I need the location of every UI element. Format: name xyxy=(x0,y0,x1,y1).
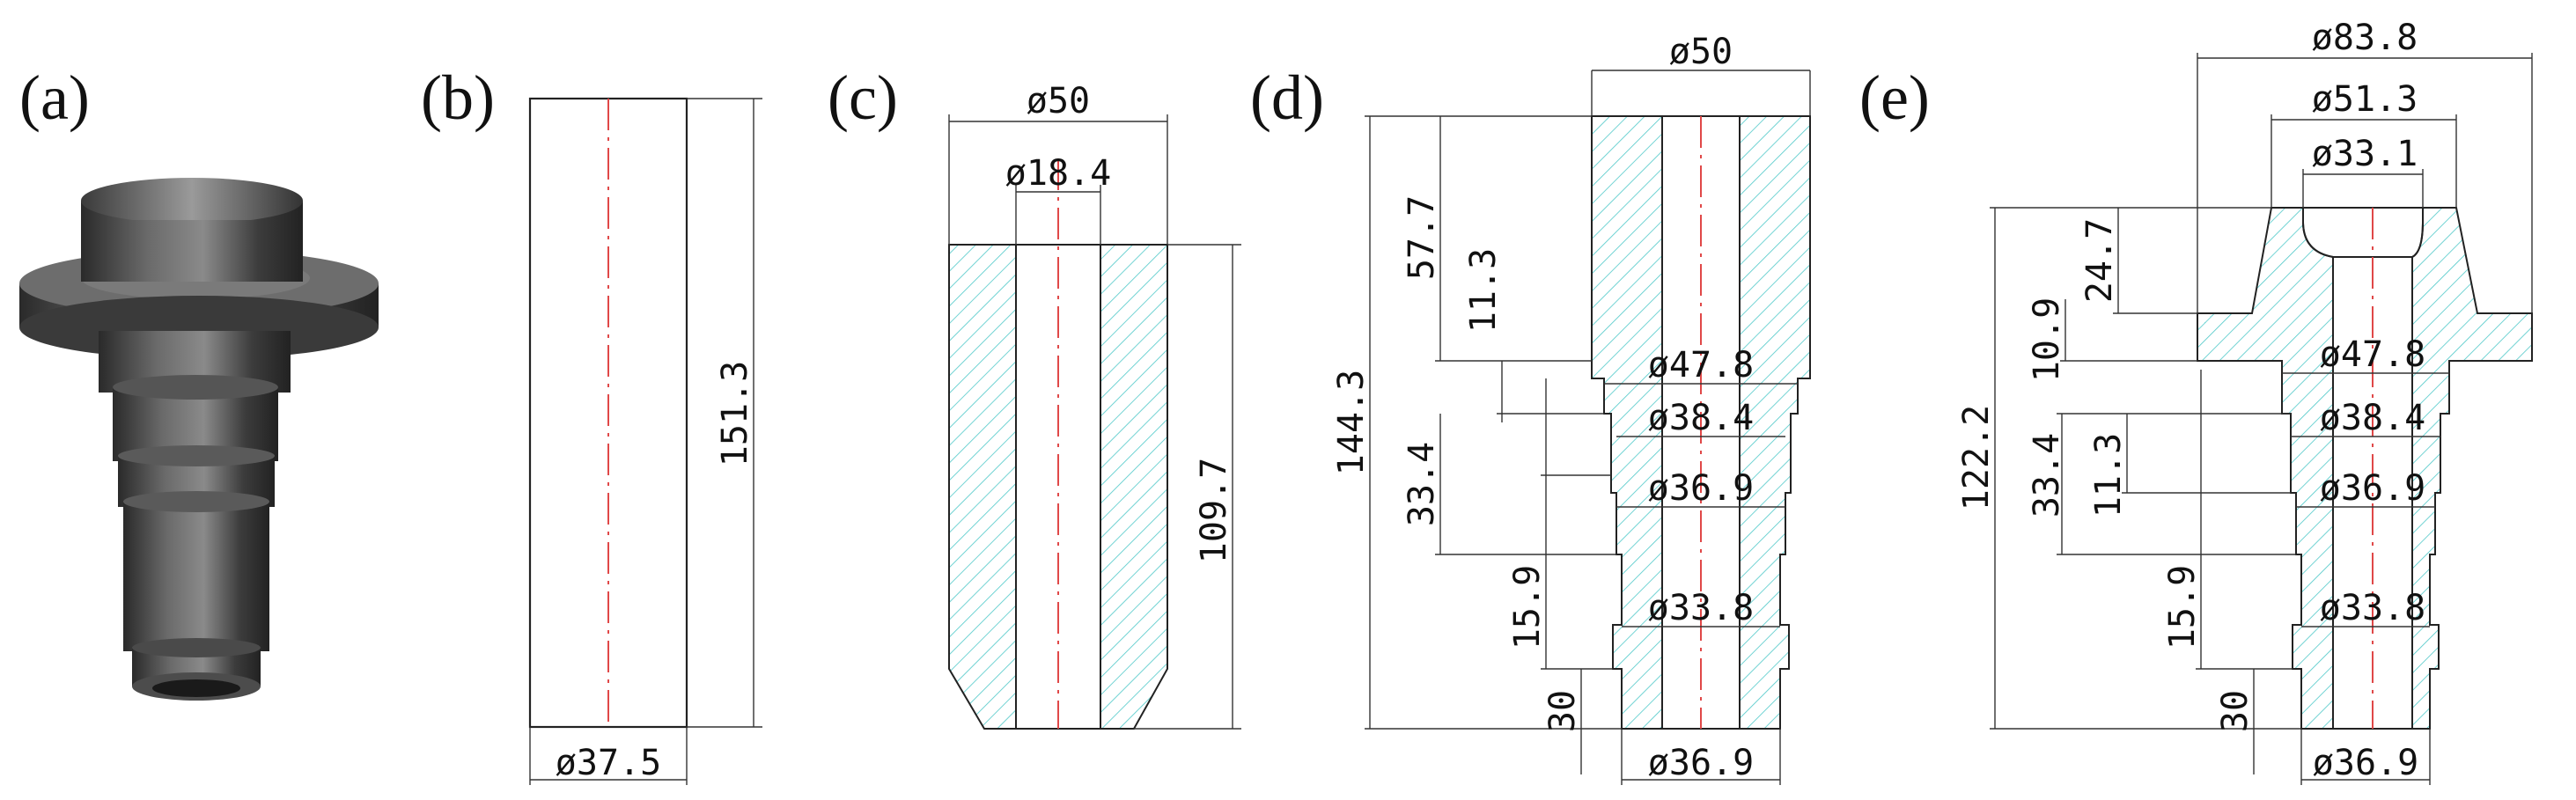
panel-b: (b) 151.3 ø37.5 xyxy=(421,62,762,785)
part-d-total-height-dim: 144.3 xyxy=(1331,370,1372,475)
preform-wall-left xyxy=(948,244,1017,730)
part-e-diameter-33-1: ø33.1 xyxy=(2312,134,2418,174)
panel-b-label: (b) xyxy=(421,62,495,133)
part-e-diameter-33-8: ø33.8 xyxy=(2320,588,2425,628)
part-d-height-30: 30 xyxy=(1542,690,1583,732)
part-e-total-height-dim: 122.2 xyxy=(1956,405,1997,510)
preform-inner-diameter-dim: ø18.4 xyxy=(1005,153,1111,194)
part-d-diameter-47-8: ø47.8 xyxy=(1648,345,1754,385)
preform-outer-diameter-dim: ø50 xyxy=(1027,81,1090,121)
part-e-diameter-47-8: ø47.8 xyxy=(2320,334,2425,375)
part-e-bottom-diameter-dim: ø36.9 xyxy=(2313,743,2418,783)
panel-d: (d) ø50 ø47.8 ø38.4 ø36.9 ø33.8 ø36.9 14… xyxy=(1250,32,1811,785)
part-e-height-30: 30 xyxy=(2215,690,2256,732)
panel-e: (e) ø83.8 ø51.3 ø33.1 ø47.8 ø38.4 ø36.9 … xyxy=(1859,18,2533,785)
preform-height-dim: 109.7 xyxy=(1194,458,1234,563)
part-d-height-57-7: 57.7 xyxy=(1402,195,1442,280)
part-d-diameter-38-4: ø38.4 xyxy=(1648,398,1754,438)
part-d-wall-right xyxy=(1739,115,1811,730)
panel-c-label: (c) xyxy=(828,62,898,133)
billet-height-dim: 151.3 xyxy=(715,361,755,466)
part-d-height-11-3: 11.3 xyxy=(1463,248,1504,333)
panel-a-label: (a) xyxy=(19,62,90,133)
part-e-height-11-3: 11.3 xyxy=(2088,433,2129,517)
part-e-height-24-7: 24.7 xyxy=(2079,218,2120,303)
part-e-height-15-9: 15.9 xyxy=(2162,565,2203,650)
part-d-diameter-36-9: ø36.9 xyxy=(1648,468,1754,509)
part-d-wall-left xyxy=(1591,115,1663,730)
part-e-diameter-38-4: ø38.4 xyxy=(2320,398,2425,438)
part-d-height-33-4: 33.4 xyxy=(1402,442,1442,526)
part-e-flange-diameter-dim: ø83.8 xyxy=(2312,18,2418,58)
part-3d-render xyxy=(19,178,379,701)
panel-e-label: (e) xyxy=(1859,62,1930,133)
part-e-wall-left xyxy=(2197,207,2334,730)
part-e-wall-right xyxy=(2411,207,2533,730)
panel-c: (c) ø50 ø18.4 109.7 xyxy=(828,62,1241,730)
part-d-diameter-33-8: ø33.8 xyxy=(1648,588,1754,628)
part-d-bottom-diameter-dim: ø36.9 xyxy=(1648,743,1754,783)
billet-diameter-dim: ø37.5 xyxy=(556,743,661,783)
part-d-height-15-9: 15.9 xyxy=(1507,565,1548,650)
part-d-top-diameter-dim: ø50 xyxy=(1669,32,1733,72)
panel-d-label: (d) xyxy=(1250,62,1324,133)
part-e-height-10-9: 10.9 xyxy=(2027,297,2067,382)
part-e-diameter-51-3: ø51.3 xyxy=(2312,79,2418,120)
part-e-diameter-36-9: ø36.9 xyxy=(2320,468,2425,509)
preform-wall-right xyxy=(1100,244,1168,730)
part-e-height-33-4: 33.4 xyxy=(2027,433,2067,517)
panel-a: (a) xyxy=(19,62,379,701)
